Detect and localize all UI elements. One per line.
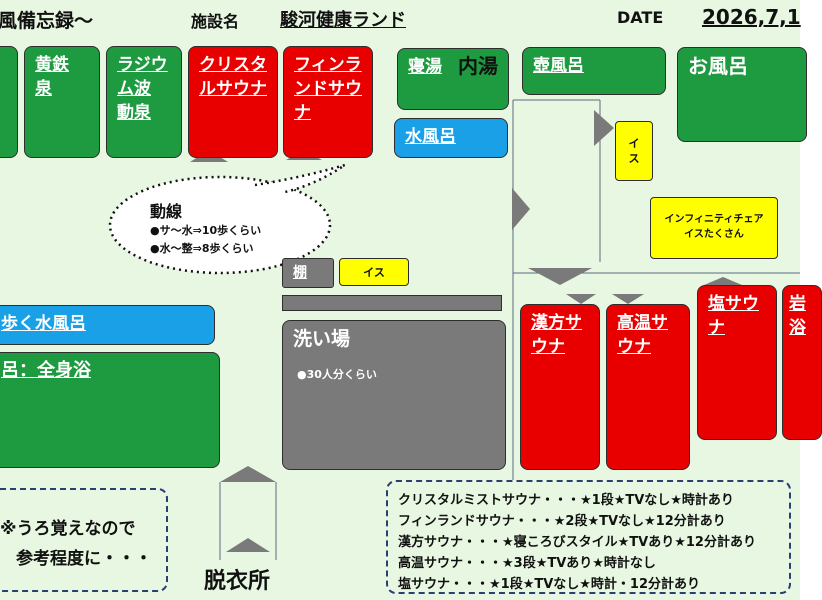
washing-area-note: ●30人分くらい — [297, 368, 377, 381]
mizuburo-label: 水風呂 — [405, 127, 456, 147]
sauna-kanpo: 漢方サ ウナ — [520, 304, 600, 470]
legend-line-1: クリスタルミストサウナ・・・★1段★TVなし★時計あり — [398, 493, 734, 508]
bath-tsubo: 壺風呂 — [522, 47, 666, 95]
sauna-crystal-label: クリスタ ルサウナ — [199, 55, 267, 99]
aruku-mizuburo-label: 歩く水風呂 — [1, 314, 86, 334]
shelf-label: 棚 — [293, 265, 307, 281]
date-value: 2026,7,1 — [702, 5, 801, 29]
changing-room-label: 脱衣所 — [204, 569, 271, 594]
legend-line-2: フィンランドサウナ・・・★2段★TVなし★12分計あり — [398, 514, 726, 529]
sauna-edge-label: 岩 浴 — [789, 294, 806, 338]
route-line-1: ●サ〜水⇒10歩くらい — [150, 224, 262, 237]
sauna-shio-label: 塩サウ ナ — [708, 294, 759, 338]
divider-bar — [282, 295, 502, 311]
bath-radium: ラジウ ム波 動泉 — [106, 46, 182, 158]
chair-small-label: イス — [363, 266, 385, 279]
walkway-arrows — [108, 99, 800, 560]
bath-neyu: 寝湯 — [397, 48, 509, 110]
chair-small: イス — [339, 258, 409, 286]
sauna-finland: フィンラ ンドサウ ナ — [283, 46, 373, 158]
legend-box — [386, 480, 791, 594]
chair-right-label: イ ス — [628, 137, 640, 165]
note-box — [0, 488, 168, 592]
infinity-chair: インフィニティチェア イスたくさん — [650, 197, 778, 259]
facility-label: 施設名 — [191, 12, 240, 31]
washing-area: 洗い場 — [282, 320, 506, 470]
note-line-2: 参考程度に・・・ — [16, 549, 152, 569]
bath-radium-label: ラジウ ム波 動泉 — [117, 55, 168, 123]
sauna-kanpo-label: 漢方サ ウナ — [531, 313, 582, 357]
sauna-shio: 塩サウ ナ — [697, 285, 777, 440]
bath-zenshin: 呂：全身浴 — [0, 352, 220, 468]
bath-ofuro: お風呂 — [677, 47, 807, 142]
bath-ou-tetsu: 黄鉄 泉 — [24, 46, 100, 158]
infinity-chair-label: インフィニティチェア イスたくさん — [664, 214, 764, 240]
washing-area-label: 洗い場 — [293, 328, 351, 350]
sauna-koon-label: 高温サ ウナ — [617, 313, 668, 357]
aruku-mizuburo: 歩く水風呂 — [0, 305, 215, 345]
route-line-2: ●水〜整⇒8歩くらい — [150, 242, 254, 255]
note-line-1: ※うろ覚えなので — [0, 519, 136, 539]
sauna-edge: 岩 浴 — [782, 285, 822, 440]
bath-ou-tetsu-label: 黄鉄 泉 — [35, 55, 69, 99]
sauna-finland-label: フィンラ ンドサウ ナ — [294, 55, 362, 123]
bath-left-edge — [0, 46, 18, 158]
route-title: 動線 — [150, 202, 183, 221]
sauna-koon: 高温サ ウナ — [606, 304, 690, 470]
bath-neyu-label: 寝湯 — [408, 57, 442, 77]
date-label: DATE — [617, 8, 664, 27]
legend-line-4: 高温サウナ・・・★3段★TVあり★時計なし — [398, 556, 656, 571]
bath-ofuro-label: お風呂 — [688, 54, 748, 78]
sauna-crystal: クリスタ ルサウナ — [188, 46, 278, 158]
legend-line-5: 塩サウナ・・・★1段★TVなし★時計・12分計あり — [398, 577, 701, 592]
uchiyu-label: 内湯 — [458, 54, 498, 78]
page-title: 風備忘録〜 — [0, 10, 94, 32]
mizuburo: 水風呂 — [394, 118, 508, 158]
chair-right: イ ス — [615, 121, 653, 181]
facility-name: 駿河健康ランド — [280, 10, 406, 31]
bath-tsubo-label: 壺風呂 — [533, 56, 584, 76]
legend-line-3: 漢方サウナ・・・★寝ころびスタイル★TVあり★12分計あり — [398, 535, 756, 550]
shelf: 棚 — [282, 258, 334, 288]
bath-zenshin-label: 呂：全身浴 — [1, 360, 91, 381]
